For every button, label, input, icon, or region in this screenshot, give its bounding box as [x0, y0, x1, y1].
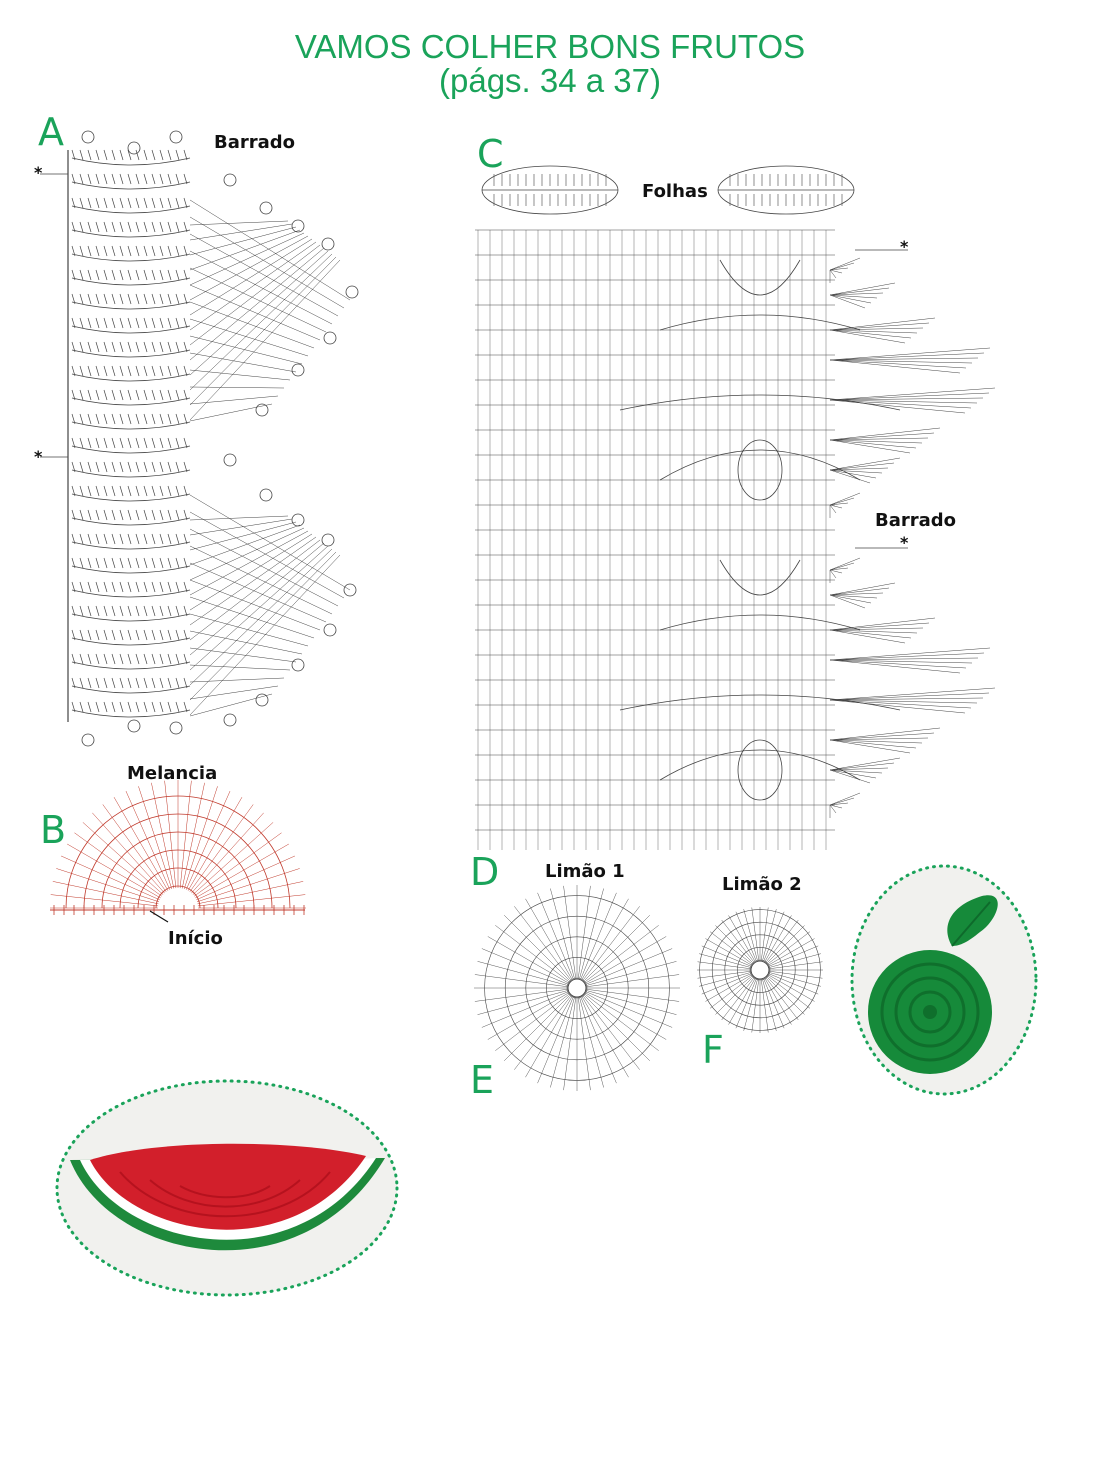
label-inicio: Início	[168, 928, 223, 949]
photo-lemon	[850, 864, 1038, 1096]
section-letter-a: A	[38, 110, 64, 154]
chart-limao-1	[474, 885, 680, 1091]
star-marker-c1: *	[900, 237, 909, 256]
section-letter-f: F	[702, 1028, 724, 1072]
star-marker-a2: *	[34, 447, 43, 466]
section-letter-b: B	[40, 808, 67, 852]
star-marker-c2: *	[900, 533, 909, 552]
star-marker-a1: *	[34, 163, 43, 182]
chart-c-barrado	[475, 229, 996, 850]
label-folhas: Folhas	[642, 181, 708, 202]
section-letter-c: C	[477, 132, 504, 176]
chart-b-melancia	[50, 780, 306, 923]
page-title: VAMOS COLHER BONS FRUTOS	[294, 28, 806, 65]
label-limao-2: Limão 2	[722, 874, 802, 895]
photo-watermelon	[55, 1079, 399, 1297]
chart-a-barrado	[40, 130, 359, 747]
label-melancia: Melancia	[127, 763, 218, 784]
chart-limao-2	[697, 907, 823, 1033]
label-limao-1: Limão 1	[545, 861, 625, 882]
chart-c-folhas	[481, 165, 855, 215]
label-barrado-a: Barrado	[214, 132, 296, 153]
label-barrado-c: Barrado	[875, 510, 957, 531]
page-subtitle: (págs. 34 a 37)	[439, 62, 661, 99]
section-letter-e: E	[470, 1058, 495, 1102]
section-letter-d: D	[470, 850, 500, 894]
